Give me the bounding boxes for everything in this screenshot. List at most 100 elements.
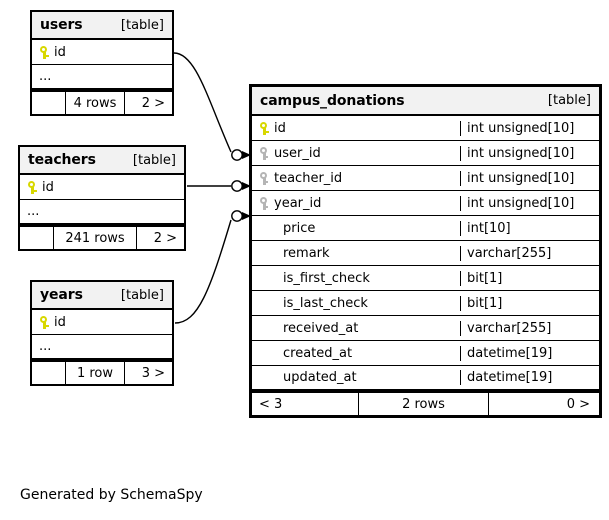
table-node-campus-donations[interactable]: campus_donations [table] id int unsigned…	[249, 84, 602, 418]
column-type: bit[1]	[460, 295, 599, 311]
table-footer-campus-donations: < 3 2 rows 0 >	[252, 391, 599, 415]
column-row-user-id[interactable]: user_id int unsigned[10]	[252, 141, 599, 166]
primary-key-icon	[39, 45, 50, 60]
table-title-teachers: teachers [table]	[20, 147, 184, 175]
column-row-users-id[interactable]: id	[32, 40, 172, 65]
column-name-cell: user_id	[252, 146, 460, 161]
foreign-key-icon	[259, 171, 270, 186]
column-label: remark	[283, 245, 330, 261]
primary-key-icon	[27, 180, 38, 195]
primary-key-icon	[39, 315, 50, 330]
ellipsis-label: ...	[39, 69, 52, 84]
table-footer-teachers: 241 rows 2 >	[20, 225, 184, 249]
table-title-campus-donations: campus_donations [table]	[252, 87, 599, 116]
column-label: received_at	[283, 320, 359, 336]
column-name-cell: price	[252, 221, 460, 236]
column-type: bit[1]	[460, 270, 599, 286]
column-label: price	[283, 220, 316, 236]
column-label: created_at	[283, 345, 353, 361]
column-label: user_id	[274, 145, 321, 161]
column-name-cell: updated_at	[252, 370, 460, 385]
column-row-created-at[interactable]: created_at datetime[19]	[252, 341, 599, 366]
column-row-years-ellipsis: ...	[32, 335, 172, 360]
column-row-updated-at[interactable]: updated_at datetime[19]	[252, 366, 599, 391]
footer-left-users[interactable]	[32, 92, 66, 114]
footer-rowcount-users: 4 rows	[66, 92, 125, 114]
foreign-key-icon	[259, 196, 270, 211]
table-tag-campus-donations: [table]	[547, 93, 591, 108]
column-row-id[interactable]: id int unsigned[10]	[252, 116, 599, 141]
column-label: id	[54, 314, 66, 330]
ellipsis-label: ...	[27, 204, 40, 219]
footer-rowcount-campus-donations: 2 rows	[359, 393, 489, 415]
footer-parents-link[interactable]: < 3	[252, 393, 359, 415]
footer-right-years[interactable]: 3 >	[141, 365, 165, 381]
column-label: id	[42, 179, 54, 195]
column-name-cell: is_first_check	[252, 271, 460, 286]
column-row-teacher-id[interactable]: teacher_id int unsigned[10]	[252, 166, 599, 191]
column-label: is_first_check	[283, 270, 370, 286]
table-title-users: users [table]	[32, 12, 172, 40]
edge-teachers-to-teacher-id	[187, 180, 251, 192]
footer-rowcount-teachers: 241 rows	[54, 227, 137, 249]
column-label: year_id	[274, 195, 322, 211]
table-name-users: users	[40, 17, 83, 33]
column-label: teacher_id	[274, 170, 343, 186]
foreign-key-icon	[259, 146, 270, 161]
column-type: datetime[19]	[460, 345, 599, 361]
column-type: varchar[255]	[460, 245, 599, 261]
footer-left-teachers[interactable]	[20, 227, 54, 249]
table-footer-users: 4 rows 2 >	[32, 90, 172, 114]
table-node-teachers[interactable]: teachers [table] id ... 241 rows 2 >	[18, 145, 186, 251]
column-type: int unsigned[10]	[460, 145, 599, 161]
table-node-years[interactable]: years [table] id ... 1 row 3 >	[30, 280, 174, 386]
column-type: int unsigned[10]	[460, 170, 599, 186]
column-label: updated_at	[283, 370, 357, 385]
table-footer-years: 1 row 3 >	[32, 360, 172, 384]
column-row-is-first-check[interactable]: is_first_check bit[1]	[252, 266, 599, 291]
column-name-cell: id	[20, 180, 184, 195]
table-tag-years: [table]	[120, 287, 164, 303]
primary-key-icon	[259, 121, 270, 136]
column-type: datetime[19]	[460, 370, 599, 385]
table-name-years: years	[40, 287, 83, 303]
table-tag-users: [table]	[120, 17, 164, 33]
column-label: is_last_check	[283, 295, 368, 311]
footer-right-users[interactable]: 2 >	[141, 95, 165, 111]
column-row-teachers-ellipsis: ...	[20, 200, 184, 225]
column-row-price[interactable]: price int[10]	[252, 216, 599, 241]
table-name-campus-donations: campus_donations	[260, 92, 405, 109]
column-name-cell: teacher_id	[252, 171, 460, 186]
column-row-is-last-check[interactable]: is_last_check bit[1]	[252, 291, 599, 316]
column-row-users-ellipsis: ...	[32, 65, 172, 90]
column-row-teachers-id[interactable]: id	[20, 175, 184, 200]
column-row-remark[interactable]: remark varchar[255]	[252, 241, 599, 266]
column-name-cell: id	[32, 315, 172, 330]
column-name-cell: remark	[252, 246, 460, 261]
column-row-received-at[interactable]: received_at varchar[255]	[252, 316, 599, 341]
column-row-year-id[interactable]: year_id int unsigned[10]	[252, 191, 599, 216]
table-node-users[interactable]: users [table] id ... 4 rows 2 >	[30, 10, 174, 116]
table-tag-teachers: [table]	[132, 152, 176, 168]
footer-right-teachers[interactable]: 2 >	[153, 230, 177, 246]
table-name-teachers: teachers	[28, 152, 96, 168]
footer-rowcount-years: 1 row	[66, 362, 125, 384]
column-label: id	[54, 44, 66, 60]
column-type: int[10]	[460, 220, 599, 236]
column-name-cell: id	[32, 45, 172, 60]
column-name-cell: received_at	[252, 321, 460, 336]
footer-children-link[interactable]: 0 >	[566, 396, 590, 412]
edge-years-to-year-id	[174, 210, 251, 324]
table-title-years: years [table]	[32, 282, 172, 310]
column-name-cell: year_id	[252, 196, 460, 211]
column-type: varchar[255]	[460, 320, 599, 336]
generator-note: Generated by SchemaSpy	[20, 487, 203, 503]
ellipsis-label: ...	[39, 339, 52, 354]
column-row-years-id[interactable]: id	[32, 310, 172, 335]
footer-left-years[interactable]	[32, 362, 66, 384]
column-type: int unsigned[10]	[460, 195, 599, 211]
column-name-cell: created_at	[252, 346, 460, 361]
column-name-cell: is_last_check	[252, 296, 460, 311]
column-label: id	[274, 120, 286, 136]
